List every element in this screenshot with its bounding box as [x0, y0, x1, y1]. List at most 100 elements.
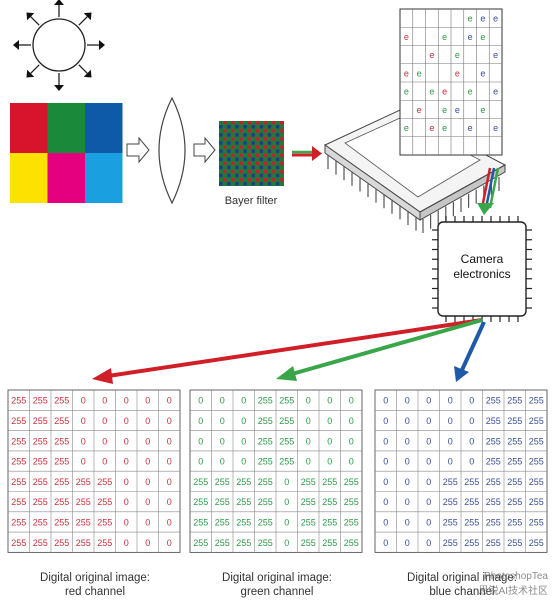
pixel-value: 0: [102, 436, 107, 446]
pixel-value: 255: [464, 477, 479, 487]
pixel-value: 255: [54, 457, 69, 467]
pixel-value: 0: [102, 457, 107, 467]
pixel-value: 255: [529, 396, 544, 406]
electron-marker: e: [455, 68, 460, 78]
pixel-value: 255: [529, 457, 544, 467]
pixel-value: 255: [215, 517, 230, 527]
source-color-block: [10, 153, 48, 203]
electron-marker: e: [404, 123, 409, 133]
pixel-value: 255: [11, 436, 26, 446]
pixel-value: 0: [327, 457, 332, 467]
pixel-value: 0: [349, 416, 354, 426]
pixel-value: 255: [258, 517, 273, 527]
sun-ray-arrow: [54, 0, 64, 5]
pixel-value: 0: [167, 538, 172, 548]
pixel-value: 0: [469, 396, 474, 406]
electron-marker: e: [480, 32, 485, 42]
electron-marker: e: [404, 68, 409, 78]
pixel-value: 0: [145, 457, 150, 467]
pixel-value: 0: [124, 477, 129, 487]
pixel-value: 0: [306, 396, 311, 406]
pixel-value: 255: [193, 497, 208, 507]
pixel-value: 255: [97, 517, 112, 527]
pixel-value: 0: [102, 396, 107, 406]
pixel-value: 0: [81, 457, 86, 467]
pixel-value: 0: [349, 396, 354, 406]
pixel-value: 255: [193, 517, 208, 527]
electron-marker: e: [493, 87, 498, 97]
electron-marker: e: [468, 123, 473, 133]
pixel-value: 255: [11, 477, 26, 487]
pixel-value: 0: [167, 477, 172, 487]
pixel-value: 0: [124, 436, 129, 446]
pixel-value: 0: [383, 517, 388, 527]
pixel-value: 0: [145, 477, 150, 487]
pixel-value: 255: [236, 517, 251, 527]
pixel-value: 255: [54, 477, 69, 487]
pixel-value: 0: [469, 436, 474, 446]
pixel-value: 0: [426, 538, 431, 548]
pixel-value: 255: [279, 457, 294, 467]
blue-channel-caption-line2: blue channel: [429, 586, 495, 598]
pixel-value: 255: [258, 538, 273, 548]
pixel-value: 255: [529, 416, 544, 426]
pixel-value: 0: [284, 497, 289, 507]
source-color-block: [47, 103, 85, 153]
pixel-value: 0: [448, 457, 453, 467]
blue-channel-caption: Digital original image: blue channel: [377, 571, 547, 599]
pixel-value: 255: [258, 436, 273, 446]
electron-marker: e: [468, 87, 473, 97]
pixel-value: 255: [507, 517, 522, 527]
pixel-value: 255: [11, 396, 26, 406]
electron-marker: e: [429, 50, 434, 60]
pixel-value: 0: [383, 497, 388, 507]
pixel-value: 0: [284, 517, 289, 527]
pixel-value: 0: [167, 436, 172, 446]
pixel-value: 0: [405, 477, 410, 487]
electron-marker: e: [442, 87, 447, 97]
pixel-value: 255: [529, 517, 544, 527]
pixel-value: 255: [529, 436, 544, 446]
pixel-value: 255: [54, 538, 69, 548]
pixel-value: 255: [486, 517, 501, 527]
pixel-value: 255: [54, 497, 69, 507]
pixel-value: 0: [405, 457, 410, 467]
pixel-value: 0: [145, 436, 150, 446]
bayer-filter-mosaic: [219, 121, 284, 186]
pixel-value: 255: [258, 396, 273, 406]
electron-marker: e: [493, 14, 498, 24]
pixel-value: 255: [486, 477, 501, 487]
pixel-value: 0: [220, 416, 225, 426]
pixel-value: 255: [322, 517, 337, 527]
pixel-value: 0: [306, 436, 311, 446]
pixel-value: 255: [279, 396, 294, 406]
pixel-value: 0: [145, 396, 150, 406]
pixel-value: 0: [383, 416, 388, 426]
electron-marker: e: [480, 68, 485, 78]
source-color-block: [47, 153, 85, 203]
pixel-value: 255: [33, 497, 48, 507]
pixel-value: 255: [486, 538, 501, 548]
pixel-value: 0: [306, 416, 311, 426]
sun-ray-arrow: [99, 40, 105, 50]
pixel-value: 255: [54, 436, 69, 446]
source-color-block: [10, 103, 48, 153]
lens-icon: [158, 96, 186, 205]
green-channel-caption: Digital original image: green channel: [192, 571, 362, 599]
pixel-value: 0: [145, 517, 150, 527]
pixel-value: 255: [529, 538, 544, 548]
pixel-value: 255: [464, 517, 479, 527]
electron-marker: e: [417, 68, 422, 78]
pixel-value: 255: [54, 396, 69, 406]
green-channel-arrow: [276, 318, 483, 381]
pixel-value: 255: [76, 538, 91, 548]
pixel-value: 255: [236, 538, 251, 548]
pixel-value: 0: [405, 416, 410, 426]
pixel-value: 255: [11, 497, 26, 507]
pixel-value: 0: [383, 436, 388, 446]
pixel-value: 255: [11, 517, 26, 527]
pixel-value: 255: [301, 517, 316, 527]
pixel-value: 255: [344, 497, 359, 507]
